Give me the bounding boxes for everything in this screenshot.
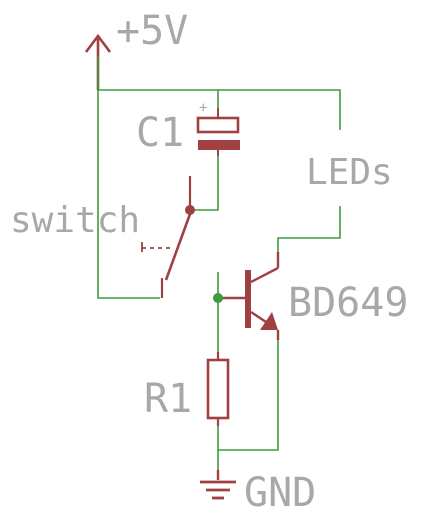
capacitor-polarity-label: + [199, 100, 207, 116]
transistor-label: BD649 [288, 280, 408, 326]
wire-leds-to-collector [277, 206, 341, 252]
ground-label: GND [244, 470, 316, 516]
wires [97, 56, 341, 470]
supply-label: +5V [116, 8, 188, 54]
wire-c1-to-switch [190, 152, 219, 211]
leds-label: LEDs [306, 152, 393, 193]
switch-symbol [141, 176, 195, 298]
resistor-r1 [206, 352, 230, 426]
ground-symbol [200, 470, 236, 500]
capacitor-c1 [196, 108, 240, 156]
switch-label: switch [10, 200, 140, 241]
transistor-bd649 [213, 252, 280, 340]
capacitor-label: C1 [136, 110, 184, 156]
wire-top-rail [97, 56, 341, 130]
wire-emitter-to-gnd [218, 330, 279, 451]
resistor-label: R1 [144, 376, 192, 422]
wire-left-rail [97, 90, 160, 299]
